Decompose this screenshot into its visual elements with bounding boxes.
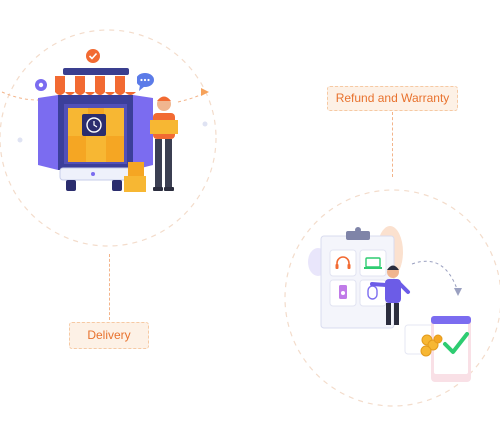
refund-and-warranty-label: Refund and Warranty bbox=[327, 86, 458, 111]
delivery-circle bbox=[0, 29, 217, 247]
delivery-person bbox=[150, 96, 178, 191]
delivery-truck-shop-icon bbox=[1, 49, 209, 192]
check-badge-icon bbox=[86, 49, 100, 63]
delivery-connector-line bbox=[109, 254, 110, 320]
clipboard-checklist-refund-icon bbox=[308, 226, 471, 382]
refund-person bbox=[370, 265, 410, 325]
chat-bubble-icon bbox=[136, 73, 154, 91]
delivery-label: Delivery bbox=[69, 322, 149, 349]
refund-connector-line bbox=[392, 112, 393, 177]
